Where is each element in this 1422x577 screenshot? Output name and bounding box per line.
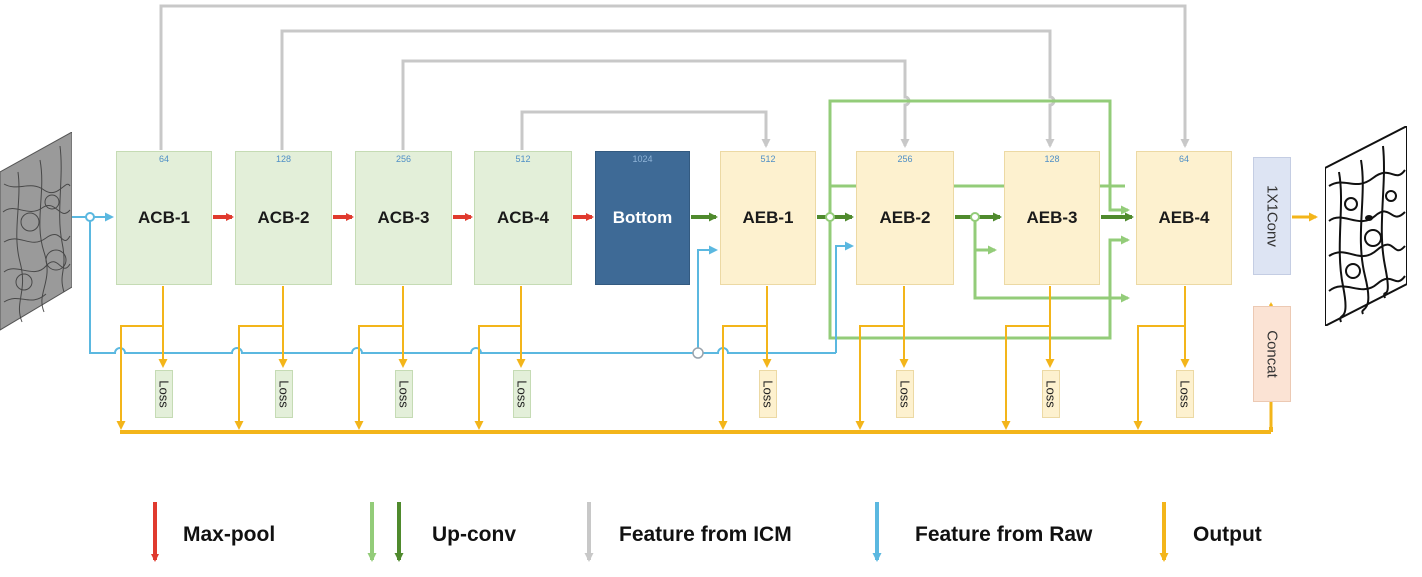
loss-box-acb-4: Loss: [513, 370, 531, 418]
output-segmentation-image: [1325, 126, 1407, 326]
loss-label: Loss: [276, 380, 292, 408]
loss-box-aeb-4: Loss: [1176, 370, 1194, 418]
loss-label: Loss: [514, 380, 530, 408]
icm-skip-connections: [159, 4, 1190, 150]
loss-label: Loss: [1043, 380, 1059, 408]
legend-max-pool: Max-pool: [183, 523, 276, 546]
loss-label: Loss: [396, 380, 412, 408]
channel-count: 256: [395, 154, 412, 164]
loss-box-aeb-3: Loss: [1042, 370, 1060, 418]
block-label: ACB-4: [497, 208, 549, 227]
loss-box-acb-1: Loss: [155, 370, 173, 418]
decoder-block-aeb-4: 64 AEB-4: [1136, 151, 1232, 285]
block-label: AEB-2: [879, 208, 931, 227]
channel-count: 64: [1178, 154, 1189, 164]
conv-label: 1X1Conv: [1263, 185, 1281, 247]
block-label: AEB-1: [742, 208, 794, 227]
bottom-block: 1024 Bottom: [595, 151, 690, 285]
legend-up-conv: Up-conv: [432, 523, 516, 546]
concat-block: Concat: [1253, 306, 1291, 402]
block-label: ACB-2: [257, 208, 310, 227]
channel-count: 64: [158, 154, 169, 164]
block-label: AEB-4: [1158, 208, 1210, 227]
legend-feature-raw: Feature from Raw: [915, 523, 1093, 546]
loss-label: Loss: [156, 380, 172, 408]
channel-count: 1024: [632, 154, 653, 164]
loss-label: Loss: [760, 380, 776, 408]
block-label: Bottom: [612, 208, 673, 227]
legend-output: Output: [1193, 523, 1262, 546]
encoder-block-acb-3: 256 ACB-3: [355, 151, 452, 285]
encoder-block-acb-1: 64 ACB-1: [116, 151, 212, 285]
loss-label: Loss: [1177, 380, 1193, 408]
decoder-block-aeb-2: 256 AEB-2: [856, 151, 954, 285]
channel-count: 128: [1044, 154, 1060, 164]
loss-box-acb-2: Loss: [275, 370, 293, 418]
channel-count: 128: [275, 154, 292, 164]
legend-feature-icm: Feature from ICM: [619, 523, 792, 546]
loss-box-aeb-2: Loss: [896, 370, 914, 418]
channel-count: 512: [760, 154, 776, 164]
concat-label: Concat: [1263, 330, 1281, 378]
encoder-block-acb-4: 512 ACB-4: [474, 151, 572, 285]
decoder-block-aeb-3: 128 AEB-3: [1004, 151, 1100, 285]
loss-box-acb-3: Loss: [395, 370, 413, 418]
channel-count: 512: [515, 154, 531, 164]
channel-count: 256: [897, 154, 913, 164]
loss-label: Loss: [897, 380, 913, 408]
legend-arrows: [151, 502, 1169, 562]
conv-1x1-block: 1X1Conv: [1253, 157, 1291, 275]
block-label: ACB-3: [377, 208, 430, 227]
input-em-image: [0, 132, 72, 331]
loss-box-aeb-1: Loss: [759, 370, 777, 418]
block-label: ACB-1: [138, 208, 190, 227]
block-label: AEB-3: [1026, 208, 1078, 227]
decoder-block-aeb-1: 512 AEB-1: [720, 151, 816, 285]
encoder-block-acb-2: 128 ACB-2: [235, 151, 332, 285]
